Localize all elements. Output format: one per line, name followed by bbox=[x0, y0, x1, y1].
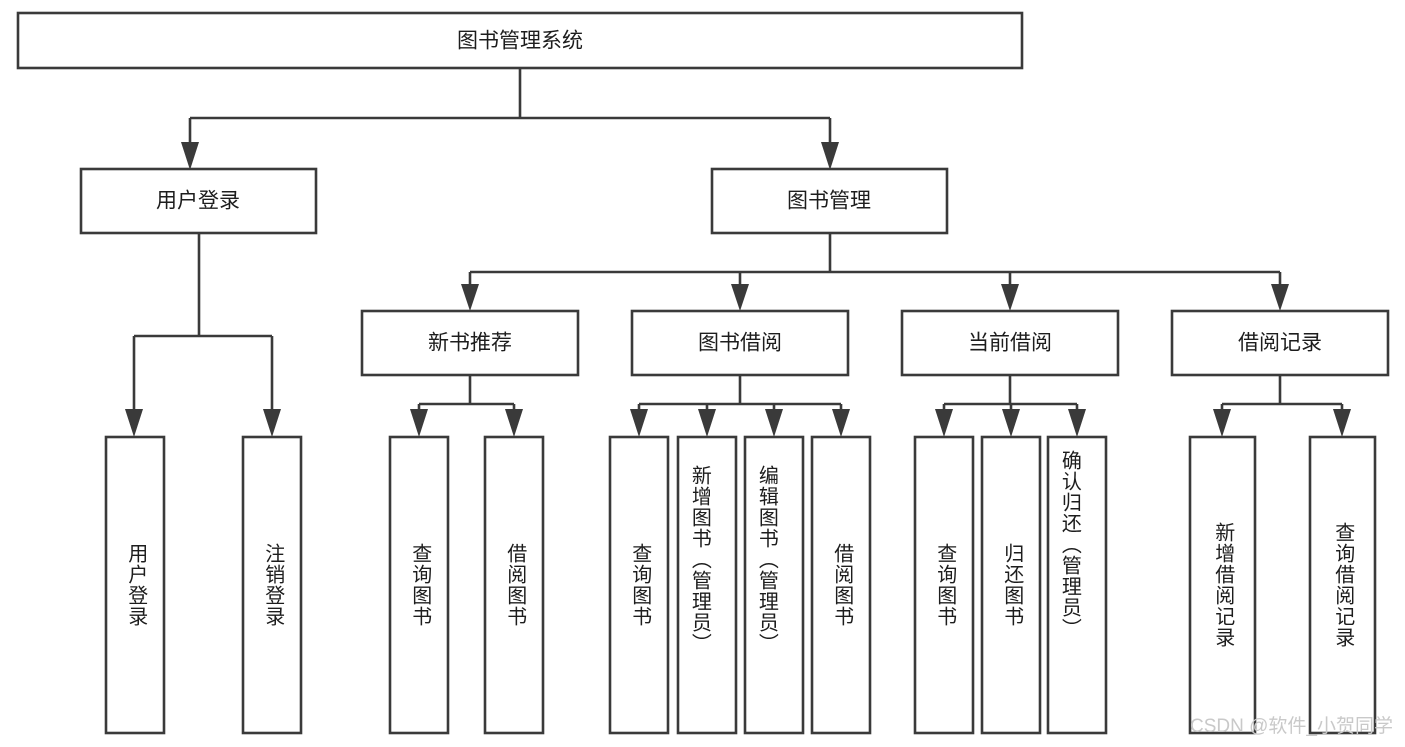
node-book-manage[interactable]: 图书管理 bbox=[710, 167, 949, 235]
node-borrow-record-label: 借阅记录 bbox=[1238, 332, 1322, 355]
leaf-current-borrow-2-box[interactable] bbox=[980, 435, 1042, 735]
node-user-login-label: 用户登录 bbox=[156, 190, 240, 213]
leaf-borrow-record-2-label: 查询借阅记录 bbox=[1332, 522, 1355, 648]
arrow-book-manage-to-borrow bbox=[731, 284, 749, 311]
leaf-new-book-2-box[interactable] bbox=[483, 435, 545, 735]
arrow-book-manage-to-new-book bbox=[461, 284, 479, 311]
connector-group-current-borrow bbox=[935, 375, 1086, 437]
leaf-book-borrow-4-label: 借阅图书 bbox=[831, 543, 854, 627]
arrow-borrow-record-leaf-1 bbox=[1213, 409, 1231, 437]
leaf-book-borrow-2-label: 新增图书（管理员） bbox=[688, 465, 711, 654]
node-root-box[interactable] bbox=[16, 11, 1024, 70]
node-current-borrow-label: 当前借阅 bbox=[968, 332, 1052, 355]
arrow-new-book-leaf-2 bbox=[505, 409, 523, 437]
leaf-book-borrow-2[interactable]: 新增图书（管理员） bbox=[676, 435, 738, 735]
connector-group-root bbox=[181, 68, 839, 170]
arrow-current-borrow-leaf-3 bbox=[1068, 409, 1086, 437]
connector-group-book-manage bbox=[461, 233, 1289, 311]
connector-group-user-login bbox=[125, 233, 281, 437]
node-root-label: 图书管理系统 bbox=[457, 30, 583, 53]
leaf-user-login-1-label: 用户登录 bbox=[125, 543, 148, 627]
node-borrow-record[interactable]: 借阅记录 bbox=[1170, 309, 1390, 377]
arrow-root-to-book-manage bbox=[821, 142, 839, 170]
leaf-book-borrow-1[interactable]: 查询图书 bbox=[608, 435, 670, 735]
node-user-login[interactable]: 用户登录 bbox=[79, 167, 318, 235]
node-new-book-recommend[interactable]: 新书推荐 bbox=[360, 309, 580, 377]
leaf-book-borrow-1-box[interactable] bbox=[608, 435, 670, 735]
leaf-current-borrow-3-label: 确认归还（管理员） bbox=[1058, 450, 1081, 639]
node-new-book-recommend-box[interactable] bbox=[360, 309, 580, 377]
leaf-book-borrow-4-box[interactable] bbox=[810, 435, 872, 735]
leaf-current-borrow-2[interactable]: 归还图书 bbox=[980, 435, 1042, 735]
leaf-new-book-2[interactable]: 借阅图书 bbox=[483, 435, 545, 735]
arrow-book-manage-to-record bbox=[1271, 284, 1289, 311]
leaf-user-login-2[interactable]: 注销登录 bbox=[241, 435, 303, 735]
arrow-book-borrow-leaf-1 bbox=[630, 409, 648, 437]
leaf-borrow-record-1[interactable]: 新增借阅记录 bbox=[1188, 435, 1257, 735]
leaf-borrow-record-1-label: 新增借阅记录 bbox=[1212, 522, 1235, 648]
arrow-current-borrow-leaf-2 bbox=[1002, 409, 1020, 437]
leaf-current-borrow-2-label: 归还图书 bbox=[1001, 543, 1024, 627]
leaf-current-borrow-3[interactable]: 确认归还（管理员） bbox=[1046, 435, 1108, 735]
leaf-borrow-record-2-box[interactable] bbox=[1308, 435, 1377, 735]
leaf-book-borrow-3[interactable]: 编辑图书（管理员） bbox=[743, 435, 805, 735]
node-book-manage-label: 图书管理 bbox=[787, 190, 871, 213]
leaf-user-login-1-box[interactable] bbox=[104, 435, 166, 735]
arrow-book-manage-to-current bbox=[1001, 284, 1019, 311]
arrow-user-login-leaf-1 bbox=[125, 409, 143, 437]
arrow-new-book-leaf-1 bbox=[410, 409, 428, 437]
leaf-new-book-1-box[interactable] bbox=[388, 435, 450, 735]
node-borrow-record-box[interactable] bbox=[1170, 309, 1390, 377]
node-root[interactable]: 图书管理系统 bbox=[16, 11, 1024, 70]
node-user-login-box[interactable] bbox=[79, 167, 318, 235]
arrow-book-borrow-leaf-3 bbox=[765, 409, 783, 437]
leaf-current-borrow-1-label: 查询图书 bbox=[934, 543, 957, 627]
leaf-current-borrow-3-box[interactable] bbox=[1046, 435, 1108, 735]
leaf-book-borrow-3-label: 编辑图书（管理员） bbox=[755, 465, 778, 654]
leaf-book-borrow-2-box[interactable] bbox=[676, 435, 738, 735]
node-book-borrow[interactable]: 图书借阅 bbox=[630, 309, 850, 377]
leaf-current-borrow-1[interactable]: 查询图书 bbox=[913, 435, 975, 735]
arrow-book-borrow-leaf-4 bbox=[832, 409, 850, 437]
arrow-current-borrow-leaf-1 bbox=[935, 409, 953, 437]
leaf-book-borrow-3-box[interactable] bbox=[743, 435, 805, 735]
connector-group-new-book bbox=[410, 375, 523, 437]
leaf-current-borrow-1-box[interactable] bbox=[913, 435, 975, 735]
leaf-user-login-2-box[interactable] bbox=[241, 435, 303, 735]
leaf-book-borrow-1-label: 查询图书 bbox=[629, 543, 652, 627]
connector-group-book-borrow bbox=[630, 375, 850, 437]
node-book-manage-box[interactable] bbox=[710, 167, 949, 235]
arrow-book-borrow-leaf-2 bbox=[698, 409, 716, 437]
node-current-borrow-box[interactable] bbox=[900, 309, 1120, 377]
leaf-new-book-2-label: 借阅图书 bbox=[504, 543, 527, 627]
leaf-borrow-record-1-box[interactable] bbox=[1188, 435, 1257, 735]
leaf-user-login-2-label: 注销登录 bbox=[262, 543, 285, 627]
leaf-new-book-1-label: 查询图书 bbox=[409, 543, 432, 627]
leaf-user-login-1[interactable]: 用户登录 bbox=[104, 435, 166, 735]
node-book-borrow-box[interactable] bbox=[630, 309, 850, 377]
node-new-book-recommend-label: 新书推荐 bbox=[428, 332, 512, 355]
connector-group-borrow-record bbox=[1213, 375, 1351, 437]
leaf-new-book-1[interactable]: 查询图书 bbox=[388, 435, 450, 735]
leaf-borrow-record-2[interactable]: 查询借阅记录 bbox=[1308, 435, 1377, 735]
watermark-label: CSDN @软件_小贺同学 bbox=[1190, 715, 1393, 737]
leaf-book-borrow-4[interactable]: 借阅图书 bbox=[810, 435, 872, 735]
arrow-root-to-user-login bbox=[181, 142, 199, 170]
node-current-borrow[interactable]: 当前借阅 bbox=[900, 309, 1120, 377]
arrow-borrow-record-leaf-2 bbox=[1333, 409, 1351, 437]
node-book-borrow-label: 图书借阅 bbox=[698, 332, 782, 355]
arrow-user-login-leaf-2 bbox=[263, 409, 281, 437]
